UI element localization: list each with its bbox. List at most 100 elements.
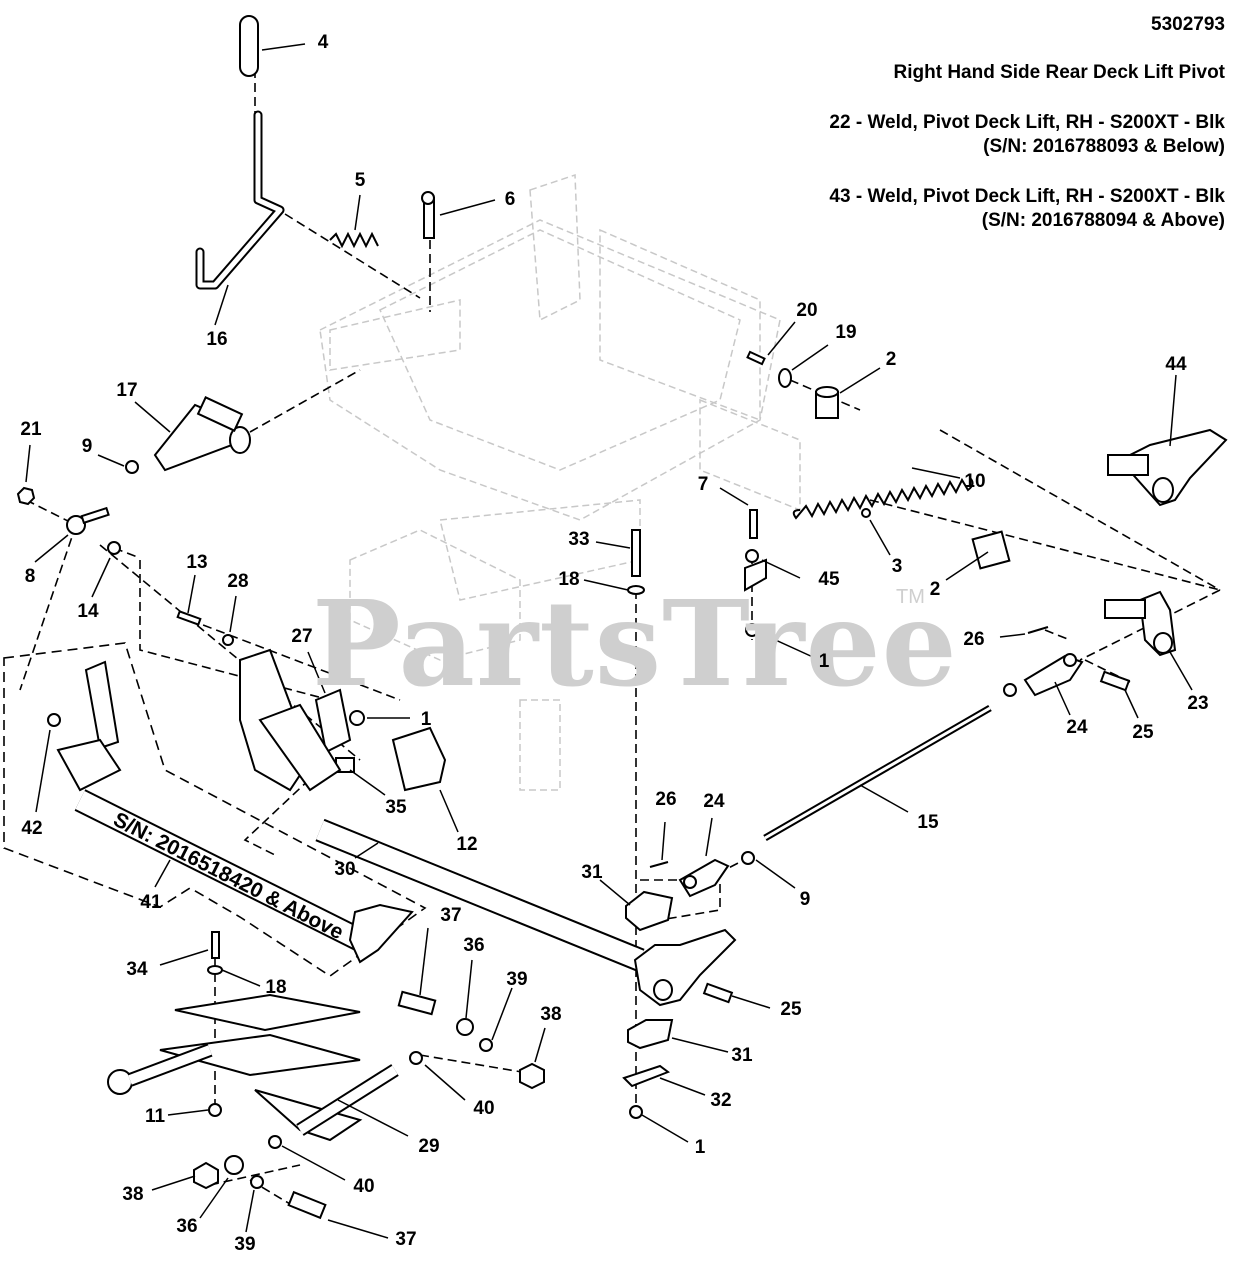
part-4-grip xyxy=(239,15,259,77)
callout-9: 9 xyxy=(81,436,93,457)
callout-21: 21 xyxy=(20,419,42,440)
callout-38: 38 xyxy=(540,1004,562,1025)
callout-39: 39 xyxy=(234,1234,256,1255)
part-39-washer-a xyxy=(479,1038,493,1052)
part-18-washer-b xyxy=(207,965,223,975)
callout-1: 1 xyxy=(818,651,830,672)
callout-16: 16 xyxy=(206,329,228,350)
callout-9: 9 xyxy=(799,889,811,910)
part-21-nut xyxy=(16,486,36,506)
part-31-bearing-block-a xyxy=(625,890,674,932)
callout-17: 17 xyxy=(116,380,138,401)
part-37-bolt-b xyxy=(287,1190,327,1220)
callout-35: 35 xyxy=(385,797,407,818)
callout-11: 11 xyxy=(144,1106,166,1127)
part-24-clevis-a xyxy=(1023,653,1084,697)
part-3-clip xyxy=(861,508,871,518)
part-10-extension-spring xyxy=(792,477,974,520)
callout-4: 4 xyxy=(317,32,329,53)
part-1-nut-b xyxy=(745,623,759,637)
callout-18: 18 xyxy=(265,977,287,998)
part-44-pivot-weld xyxy=(1107,428,1228,507)
callout-37: 37 xyxy=(395,1229,417,1250)
part-31-bearing-block-b xyxy=(627,1019,674,1050)
callout-38: 38 xyxy=(122,1184,144,1205)
part-23-pivot-weld xyxy=(1104,590,1177,657)
part-7-bolt xyxy=(749,509,758,539)
callout-12: 12 xyxy=(456,834,478,855)
callout-33: 33 xyxy=(568,529,590,550)
part-38-nut-b xyxy=(193,1161,219,1190)
part-40-bushing-b xyxy=(268,1135,282,1149)
callout-42: 42 xyxy=(21,818,43,839)
callout-31: 31 xyxy=(581,862,603,883)
part-43-note-line1: 43 - Weld, Pivot Deck Lift, RH - S200XT … xyxy=(829,186,1225,207)
part-25-clevis-pin-a xyxy=(1099,670,1131,692)
part-42-washer xyxy=(47,713,61,727)
part-41-lift-shaft-alt xyxy=(56,660,414,964)
callout-18: 18 xyxy=(558,569,580,590)
callout-31: 31 xyxy=(731,1045,753,1066)
callout-13: 13 xyxy=(186,552,208,573)
part-43-note-line2: (S/N: 2016788094 & Above) xyxy=(981,210,1225,231)
part-36-rod-end-b xyxy=(224,1155,244,1175)
callout-23: 23 xyxy=(1187,693,1209,714)
callout-30: 30 xyxy=(334,859,356,880)
callout-34: 34 xyxy=(126,959,148,980)
part-lift-bracket xyxy=(239,648,342,792)
callout-1: 1 xyxy=(420,709,432,730)
frame-ghost xyxy=(319,173,801,791)
part-1-nut-c xyxy=(629,1105,643,1119)
callout-14: 14 xyxy=(77,601,99,622)
callout-2: 2 xyxy=(929,579,941,600)
part-2-bushing-b xyxy=(971,530,1011,570)
part-27-bracket xyxy=(314,688,352,754)
callout-20: 20 xyxy=(796,300,818,321)
part-2-bushing-a xyxy=(815,386,839,419)
part-13-bolt xyxy=(176,610,202,626)
watermark-trademark: TM xyxy=(896,586,925,608)
part-9-washer xyxy=(125,460,139,474)
part-26-cotter-pin-a xyxy=(1027,626,1049,634)
callout-44: 44 xyxy=(1165,354,1187,375)
callout-32: 32 xyxy=(710,1090,732,1111)
part-28-washer xyxy=(222,634,234,646)
callout-26: 26 xyxy=(963,629,985,650)
part-45-nut xyxy=(745,549,759,563)
part-22-note-line1: 22 - Weld, Pivot Deck Lift, RH - S200XT … xyxy=(829,112,1225,133)
callout-45: 45 xyxy=(818,569,840,590)
part-17-pivot-weld xyxy=(153,396,251,472)
part-39-washer-b xyxy=(250,1175,264,1189)
part-6-pin xyxy=(421,191,435,239)
callout-7: 7 xyxy=(697,474,709,495)
callout-3: 3 xyxy=(891,556,903,577)
leader-lines xyxy=(25,43,1193,1239)
part-34-bolt xyxy=(211,931,220,959)
callout-27: 27 xyxy=(291,626,313,647)
part-20-bolt xyxy=(746,350,766,366)
callout-40: 40 xyxy=(473,1098,495,1119)
callout-25: 25 xyxy=(1132,722,1154,743)
callout-5: 5 xyxy=(354,170,366,191)
callout-24: 24 xyxy=(703,791,725,812)
callout-37: 37 xyxy=(440,905,462,926)
part-8-eye-bolt xyxy=(66,506,110,535)
part-15-lift-rod xyxy=(763,704,992,842)
part-30-lift-shaft xyxy=(315,818,645,972)
document-number: 5302793 xyxy=(1151,14,1225,35)
callout-36: 36 xyxy=(463,935,485,956)
part-38-nut-a xyxy=(519,1062,545,1090)
part-12-bumper xyxy=(391,726,447,792)
callout-40: 40 xyxy=(353,1176,375,1197)
part-40-bushing-a xyxy=(409,1051,423,1065)
watermark: PartsTree xyxy=(312,574,958,713)
callout-8: 8 xyxy=(24,566,36,587)
part-22-note-line2: (S/N: 2016788093 & Below) xyxy=(983,136,1225,157)
parts xyxy=(16,15,1228,1220)
callout-28: 28 xyxy=(227,571,249,592)
callout-25: 25 xyxy=(780,999,802,1020)
part-11-nut xyxy=(208,1103,222,1117)
part-26-cotter-pin-b xyxy=(649,861,669,868)
callout-36: 36 xyxy=(176,1216,198,1237)
